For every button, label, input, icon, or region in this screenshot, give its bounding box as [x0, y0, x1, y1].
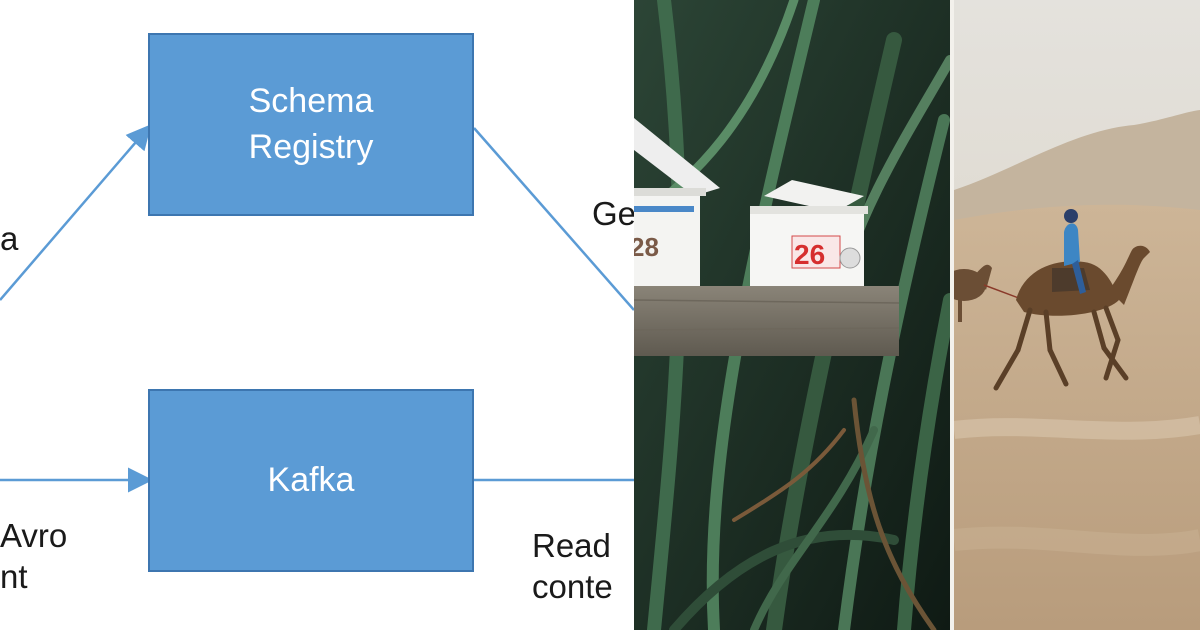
camel-desert-illustration — [954, 0, 1200, 630]
arrow-to-schema-registry — [0, 124, 152, 301]
line-from-schema-registry — [473, 127, 634, 311]
mailbox-right: 26 — [750, 180, 868, 286]
wooden-plank — [634, 286, 899, 356]
diagram-arrows — [0, 124, 634, 493]
edge-label-top-right: Ge — [592, 195, 634, 232]
edge-label-bottom-right: Read conte — [532, 527, 613, 606]
rider — [1064, 223, 1080, 266]
camel-desert-photo — [954, 0, 1200, 630]
mailbox-left: 28 — [634, 118, 720, 286]
mailbox-photo-illustration: 28 26 — [634, 0, 950, 630]
edge-label-bottom-left: Avro nt — [0, 517, 68, 596]
mailbox-right-number: 26 — [794, 239, 825, 270]
schema-registry-box: Schema Registry — [148, 33, 474, 216]
camel-background — [954, 264, 992, 322]
diagram-panel: Schema Registry Kafka a Ge Avro nt Read … — [0, 33, 634, 606]
mailbox-left-number: 28 — [634, 232, 659, 262]
distant-dunes — [954, 110, 1200, 230]
panel-divider — [950, 0, 954, 630]
kafka-box: Kafka — [148, 389, 474, 572]
schema-registry-label: Schema Registry — [248, 81, 374, 166]
camel-with-rider — [993, 209, 1150, 391]
mailbox-photo: 28 26 — [634, 0, 950, 630]
kafka-label: Kafka — [267, 460, 355, 499]
edge-label-top-left: a — [0, 220, 19, 257]
